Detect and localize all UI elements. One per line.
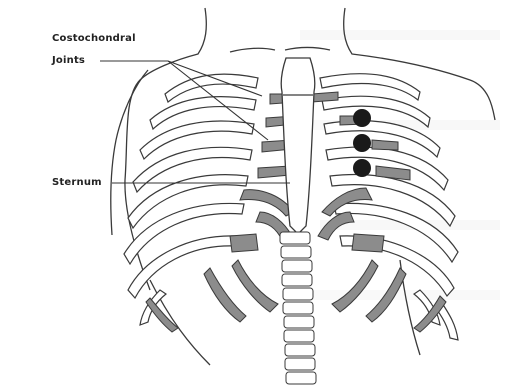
background-texture xyxy=(300,30,500,300)
sternum-label: Sternum xyxy=(52,177,102,189)
spine xyxy=(280,232,316,384)
joint-marker-3 xyxy=(353,159,371,177)
joint-marker-1 xyxy=(353,109,371,127)
joint-marker-2 xyxy=(353,134,371,152)
joint-markers xyxy=(353,109,371,177)
costochondral-label: Costochondral xyxy=(52,33,136,45)
joints-label: Joints xyxy=(52,55,85,67)
ribs-left xyxy=(124,74,258,325)
